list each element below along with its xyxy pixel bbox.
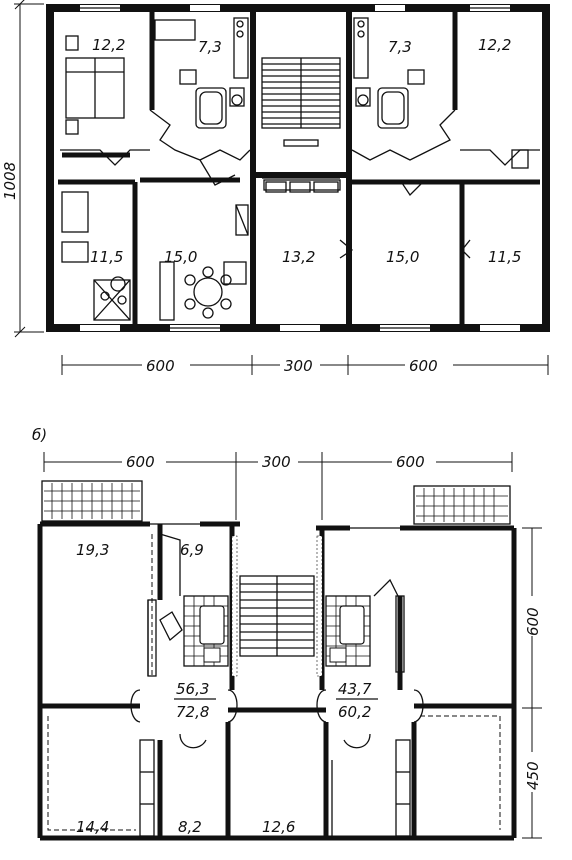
plan-b-room-area: 19,3 [76, 541, 109, 559]
plan-b-left-bathroom [183, 595, 229, 667]
plan-a-room-area: 7,3 [388, 38, 412, 56]
plan-a-dimensions: 1008 600 300 600 [1, 0, 549, 375]
plan-a-room-area: 13,2 [282, 248, 315, 266]
plan-b-room-area: 14,4 [76, 818, 109, 836]
plan-a-left-width-dim: 600 [146, 357, 175, 375]
plan-b-room-area: 43,7 [338, 680, 372, 698]
plan-b-side-bottom-dim: 450 [524, 761, 542, 790]
plan-b-room-area: 60,2 [338, 703, 371, 721]
plan-a-height-dim: 1008 [1, 162, 19, 200]
plan-b-side-top-dim: 600 [524, 607, 542, 636]
plan-a-left-wall [46, 4, 54, 332]
plan-a-right-furniture [265, 17, 529, 193]
plan-b-room-area: 6,9 [180, 541, 204, 559]
plan-a-right-wall [542, 4, 550, 332]
plan-a-mid-width-dim: 300 [284, 357, 313, 375]
plan-a-room-area: 12,2 [478, 36, 511, 54]
plan-b-left-balcony [41, 480, 143, 522]
plan-a-room-area: 15,0 [164, 248, 197, 266]
stairwell-right-wall [346, 4, 352, 174]
plan-a-room-area: 15,0 [386, 248, 419, 266]
plan-b-room-area: 56,3 [176, 680, 209, 698]
plan-a-room-area: 11,5 [90, 248, 123, 266]
plan-b-staircase [239, 575, 315, 657]
stairwell-left-wall [250, 4, 256, 174]
plan-a-room-area: 12,2 [92, 36, 125, 54]
plan-b: б) 600 300 600 600 450 [32, 426, 542, 841]
plan-a-room-area: 11,5 [488, 248, 521, 266]
plan-b-mid-width-dim: 300 [262, 453, 291, 471]
plan-b-room-area: 12,6 [262, 818, 295, 836]
plan-a-staircase [261, 57, 341, 191]
plan-a-top-wall [46, 4, 550, 12]
plan-b-right-bathroom [325, 595, 371, 667]
plan-a: 12,2 7,3 7,3 12,2 11,5 15,0 13,2 15,0 11… [1, 0, 550, 375]
plan-b-right-balcony [413, 485, 511, 525]
plan-b-dimensions: 600 300 600 600 450 [43, 452, 542, 839]
plan-a-left-furniture [61, 17, 249, 321]
plan-b-left-width-dim: 600 [126, 453, 155, 471]
plan-b-room-area: 72,8 [176, 703, 209, 721]
plan-b-room-area: 8,2 [178, 818, 202, 836]
plan-a-right-width-dim: 600 [409, 357, 438, 375]
plan-a-room-area: 7,3 [198, 38, 222, 56]
plan-b-right-width-dim: 600 [396, 453, 425, 471]
plan-b-label: б) [32, 426, 47, 444]
